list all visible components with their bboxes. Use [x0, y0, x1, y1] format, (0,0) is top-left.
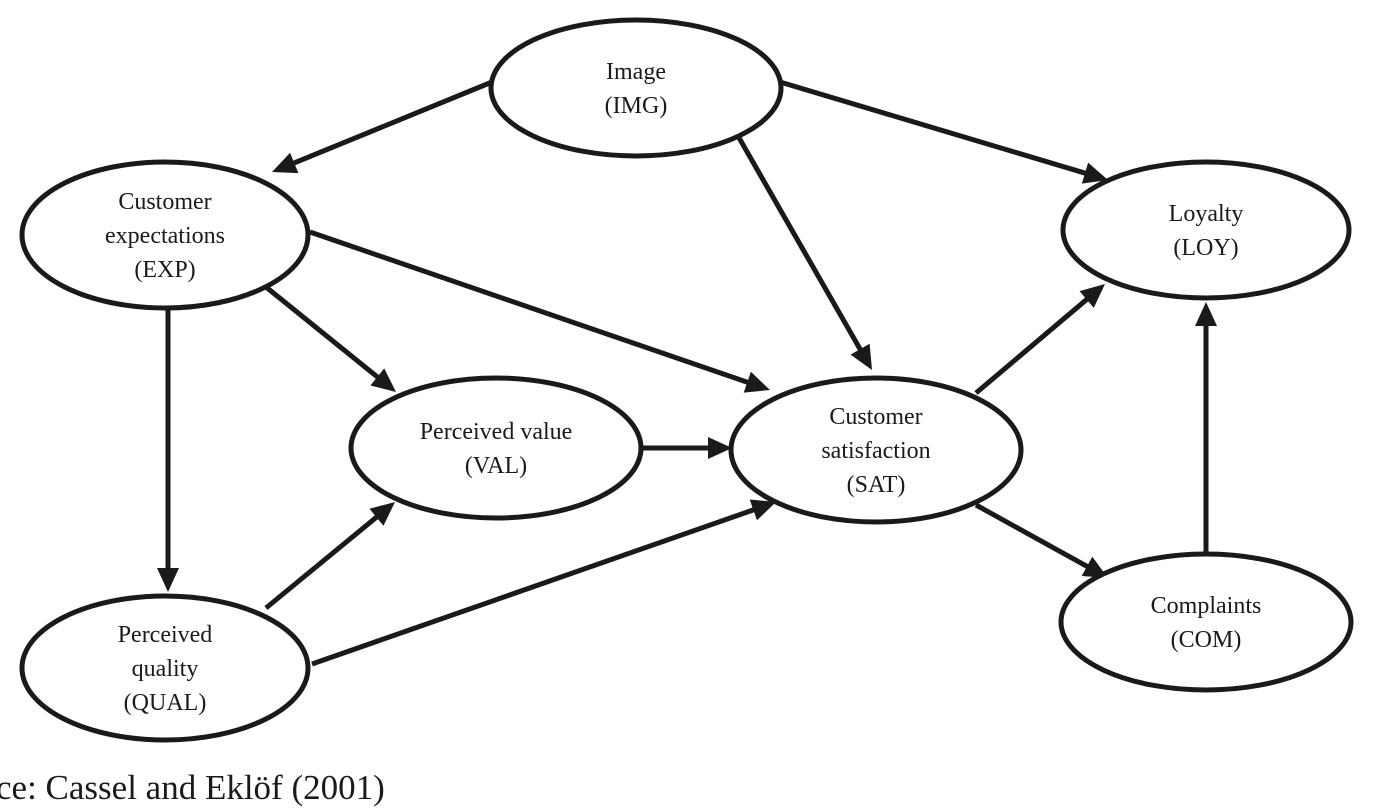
arrow-line [974, 502, 1090, 570]
node-label: quality [132, 656, 199, 682]
node-label: (QUAL) [124, 690, 207, 716]
arrow-exp-to-qual [157, 306, 179, 592]
node-ellipse [1060, 159, 1352, 301]
node-label: (LOY) [1173, 235, 1238, 261]
node-ellipse [19, 159, 311, 311]
node-exp: Customer expectations (EXP) [19, 159, 311, 311]
node-ellipse [1058, 551, 1354, 693]
node-val: Perceived value (VAL) [348, 375, 644, 521]
arrow-line [735, 134, 864, 353]
node-sat: Customer satisfaction (SAT) [728, 375, 1024, 525]
arrowhead [272, 152, 299, 174]
arrow-line [311, 506, 757, 667]
source-caption: ce: Cassel and Eklöf (2001) [0, 768, 385, 807]
node-ellipse [348, 375, 644, 521]
arrowhead [157, 568, 179, 592]
node-label: Complaints [1151, 593, 1262, 619]
node-ellipse [488, 17, 784, 159]
arrowhead [749, 499, 776, 521]
arrow-line [291, 79, 493, 166]
node-label: Customer [829, 404, 922, 430]
arrow-img-to-loy [779, 79, 1108, 184]
arrow-qual-to-val [264, 502, 395, 610]
arrow-qual-to-sat [311, 499, 776, 667]
node-ellipse [19, 593, 311, 743]
arrow-exp-to-sat [309, 229, 770, 393]
node-label: satisfaction [821, 438, 930, 464]
node-label: (COM) [1171, 627, 1242, 653]
arrowhead [1081, 162, 1108, 184]
arrowhead [850, 343, 872, 370]
arrow-sat-to-com [974, 502, 1108, 578]
arrowhead [369, 502, 395, 526]
arrow-img-to-sat [735, 134, 872, 370]
arrowhead [1079, 284, 1105, 308]
node-label: Perceived [118, 622, 213, 648]
arrow-line [264, 514, 380, 610]
arrow-line [974, 296, 1090, 395]
node-label: (EXP) [134, 257, 195, 283]
node-img: Image (IMG) [488, 17, 784, 159]
arrow-exp-to-val [264, 285, 396, 392]
node-label: Image [606, 59, 666, 85]
node-label: Loyalty [1169, 201, 1244, 227]
node-label: (SAT) [847, 472, 906, 498]
arrowhead [370, 368, 396, 392]
arrow-sat-to-loy [974, 284, 1105, 395]
node-label: Customer [118, 189, 211, 215]
node-label: (VAL) [465, 453, 527, 479]
node-loy: Loyalty (LOY) [1060, 159, 1352, 301]
node-ellipse [728, 375, 1024, 525]
arrow-img-to-exp [272, 79, 493, 174]
arrow-line [309, 229, 751, 386]
arrow-line [264, 285, 381, 381]
arrow-val-to-sat [640, 437, 732, 459]
node-label: (IMG) [605, 93, 668, 119]
arrowhead [743, 371, 770, 393]
node-label: expectations [105, 223, 225, 249]
arrowhead [1195, 302, 1217, 326]
arrow-com-to-loy [1195, 302, 1217, 556]
arrowhead [708, 437, 732, 459]
node-qual: Perceived quality (QUAL) [19, 593, 311, 743]
arrow-line [779, 79, 1088, 177]
node-label: Perceived value [420, 419, 573, 445]
node-com: Complaints (COM) [1058, 551, 1354, 693]
